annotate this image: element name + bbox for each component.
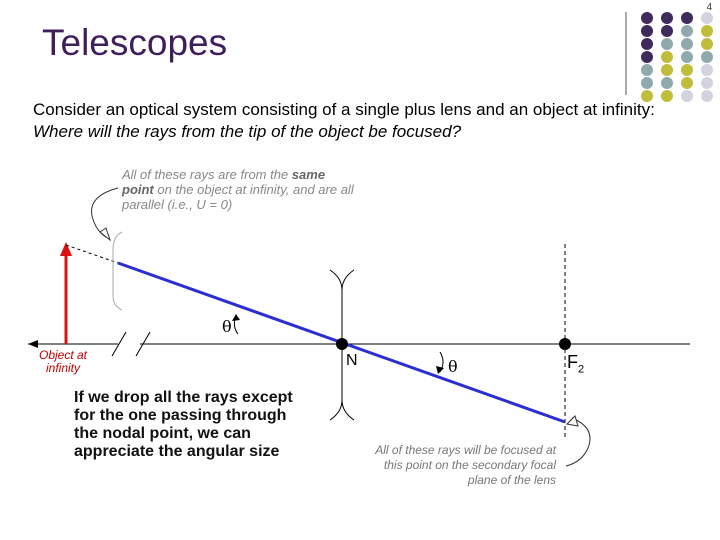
decorative-dot: [661, 12, 673, 24]
curved-arrowhead-note: [99, 227, 112, 242]
nodal-point: [336, 338, 348, 350]
theta-arc-2-arrow: [436, 366, 444, 374]
decorative-dot: [701, 64, 713, 76]
axis-break-mark-1: [111, 331, 127, 357]
curved-arrowhead-focus: [565, 415, 579, 427]
drop-rays-text: If we drop all the rays except for the o…: [74, 389, 293, 460]
decorative-dot: [681, 77, 693, 89]
decorative-dot: [641, 64, 653, 76]
object-arrowhead: [60, 242, 72, 256]
decorative-dot: [661, 64, 673, 76]
nodal-point-label: N: [346, 352, 358, 369]
decorative-dot: [701, 38, 713, 50]
axis-break-mark-2: [135, 331, 151, 357]
intro-line-1: Consider an optical system consisting of…: [33, 100, 655, 119]
decorative-dot: [661, 25, 673, 37]
axis-arrowhead: [28, 340, 38, 348]
theta-label-2: θ: [448, 357, 458, 376]
theta-label-1: θ: [222, 317, 232, 336]
decorative-dot: [681, 51, 693, 63]
object-label: Object at infinity: [38, 348, 88, 375]
decorative-dot: [641, 77, 653, 89]
dashed-ray-extension: [65, 244, 119, 264]
ray-bundle-bracket: [112, 231, 123, 311]
page-number: 4: [706, 2, 712, 13]
theta-arc-1-arrow: [232, 314, 240, 321]
decorative-dot: [641, 12, 653, 24]
focal-point-label: F2: [567, 352, 585, 376]
decorative-dot: [641, 90, 653, 102]
decorative-dot: [701, 12, 713, 24]
decorative-dot: [701, 77, 713, 89]
decorative-dot: [661, 90, 673, 102]
curved-arrow-focus: [565, 417, 591, 467]
decorative-dot: [681, 64, 693, 76]
decorative-dot: [661, 51, 673, 63]
decorative-dot: [681, 12, 693, 24]
decorative-dot: [661, 38, 673, 50]
decorative-dot: [681, 90, 693, 102]
decorative-dot: [641, 25, 653, 37]
decorative-dot: [641, 38, 653, 50]
decorative-dot: [681, 25, 693, 37]
slide-title: Telescopes: [42, 22, 228, 63]
decorative-dot: [701, 51, 713, 63]
focal-point-f2: [559, 338, 571, 350]
note-focus: All of these rays will be focused at thi…: [375, 443, 556, 487]
decorative-dot: [641, 51, 653, 63]
decorative-dot: [701, 25, 713, 37]
decorative-dot: [661, 77, 673, 89]
decorative-dot: [681, 38, 693, 50]
intro-line-2: Where will the rays from the tip of the …: [33, 122, 462, 141]
decorative-dot-grid: [625, 12, 713, 102]
note-rays: All of these rays are from the same poin…: [122, 167, 354, 212]
decorative-dot: [701, 90, 713, 102]
